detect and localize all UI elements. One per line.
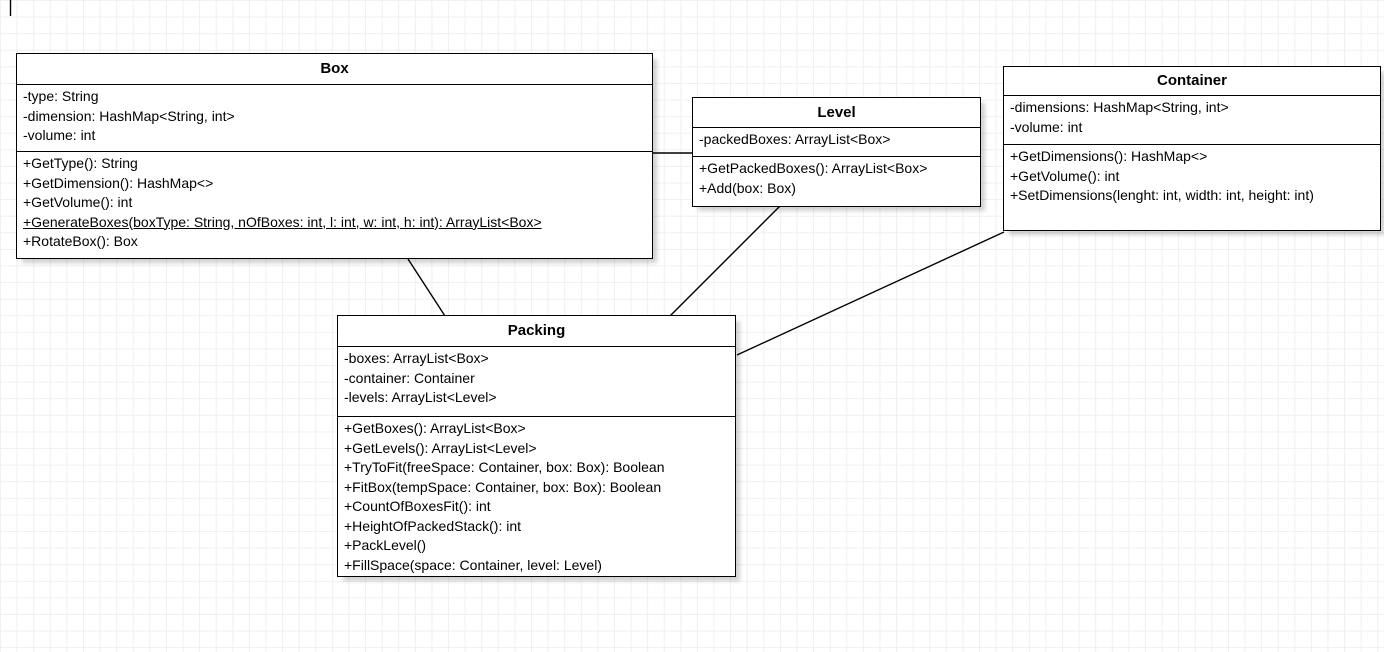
attribute-row: -packedBoxes: ArrayList<Box>	[699, 131, 891, 147]
attributes-section: -dimensions: HashMap<String, int> -volume…	[1004, 96, 1380, 145]
method-row: +RotateBox(): Box	[23, 233, 138, 249]
class-title-label: Packing	[507, 322, 566, 340]
method-row: +HeightOfPackedStack(): int	[344, 517, 522, 534]
attribute-row: -dimensions: HashMap<String, int>	[1010, 99, 1229, 115]
class-title-label: Box	[320, 60, 349, 78]
attribute-row: -dimension: HashMap<String, int>	[23, 107, 235, 124]
class-title-label: Container	[1156, 72, 1227, 90]
method-row: +PackLevel()	[344, 537, 427, 553]
methods-section: +GetBoxes(): ArrayList<Box> +GetLevels():…	[338, 417, 735, 576]
attribute-row: -volume: int	[23, 127, 96, 143]
method-row: +FitBox(tempSpace: Container, box: Box):…	[344, 478, 662, 495]
connector-level-packing[interactable]	[669, 205, 781, 317]
class-title: Level	[693, 98, 980, 128]
method-row: +GetDimensions(): HashMap<>	[1010, 148, 1208, 164]
method-row: +GetDimension(): HashMap<>	[23, 174, 214, 191]
method-row: +FillSpace(space: Container, level: Leve…	[344, 556, 602, 573]
uml-class-box[interactable]: Box -type: String -dimension: HashMap<Str…	[16, 53, 653, 259]
connector-container-packing[interactable]	[736, 231, 1005, 356]
method-row: +GenerateBoxes(boxType: String, nOfBoxes…	[23, 213, 542, 230]
class-title: Box	[17, 54, 652, 85]
uml-class-level[interactable]: Level -packedBoxes: ArrayList<Box> +GetP…	[692, 97, 981, 207]
method-row: +Add(box: Box)	[699, 179, 796, 196]
uml-class-packing[interactable]: Packing -boxes: ArrayList<Box> -container…	[337, 315, 736, 577]
method-row: +SetDimensions(lenght: int, width: int, …	[1010, 187, 1314, 203]
method-row: +TryToFit(freeSpace: Container, box: Box…	[344, 459, 665, 475]
connector-box-packing[interactable]	[407, 258, 446, 317]
attributes-section: -packedBoxes: ArrayList<Box>	[693, 128, 980, 157]
method-row: +GetLevels(): ArrayList<Level>	[344, 439, 537, 456]
method-row: +GetPackedBoxes(): ArrayList<Box>	[699, 160, 928, 176]
class-title-label: Level	[817, 103, 856, 121]
methods-section: +GetPackedBoxes(): ArrayList<Box> +Add(bo…	[693, 157, 980, 206]
attribute-row: -volume: int	[1010, 118, 1083, 135]
uml-class-container[interactable]: Container -dimensions: HashMap<String, i…	[1003, 66, 1381, 231]
attribute-row: -levels: ArrayList<Level>	[344, 389, 497, 405]
attributes-section: -boxes: ArrayList<Box> -container: Contai…	[338, 347, 735, 417]
method-row: +GetBoxes(): ArrayList<Box>	[344, 420, 526, 436]
methods-section: +GetDimensions(): HashMap<> +GetVolume():…	[1004, 145, 1380, 230]
attribute-row: -boxes: ArrayList<Box>	[344, 350, 489, 366]
method-row: +GetVolume(): int	[1010, 167, 1120, 184]
attributes-section: -type: String -dimension: HashMap<String,…	[17, 85, 652, 152]
attribute-row: -container: Container	[344, 369, 475, 386]
method-row: +GetType(): String	[23, 155, 138, 171]
method-row: +CountOfBoxesFit(): int	[344, 498, 491, 514]
methods-section: +GetType(): String +GetDimension(): HashM…	[17, 152, 652, 258]
class-title: Container	[1004, 67, 1380, 96]
method-row: +GetVolume(): int	[23, 194, 133, 210]
class-title: Packing	[338, 316, 735, 347]
attribute-row: -type: String	[23, 88, 99, 104]
